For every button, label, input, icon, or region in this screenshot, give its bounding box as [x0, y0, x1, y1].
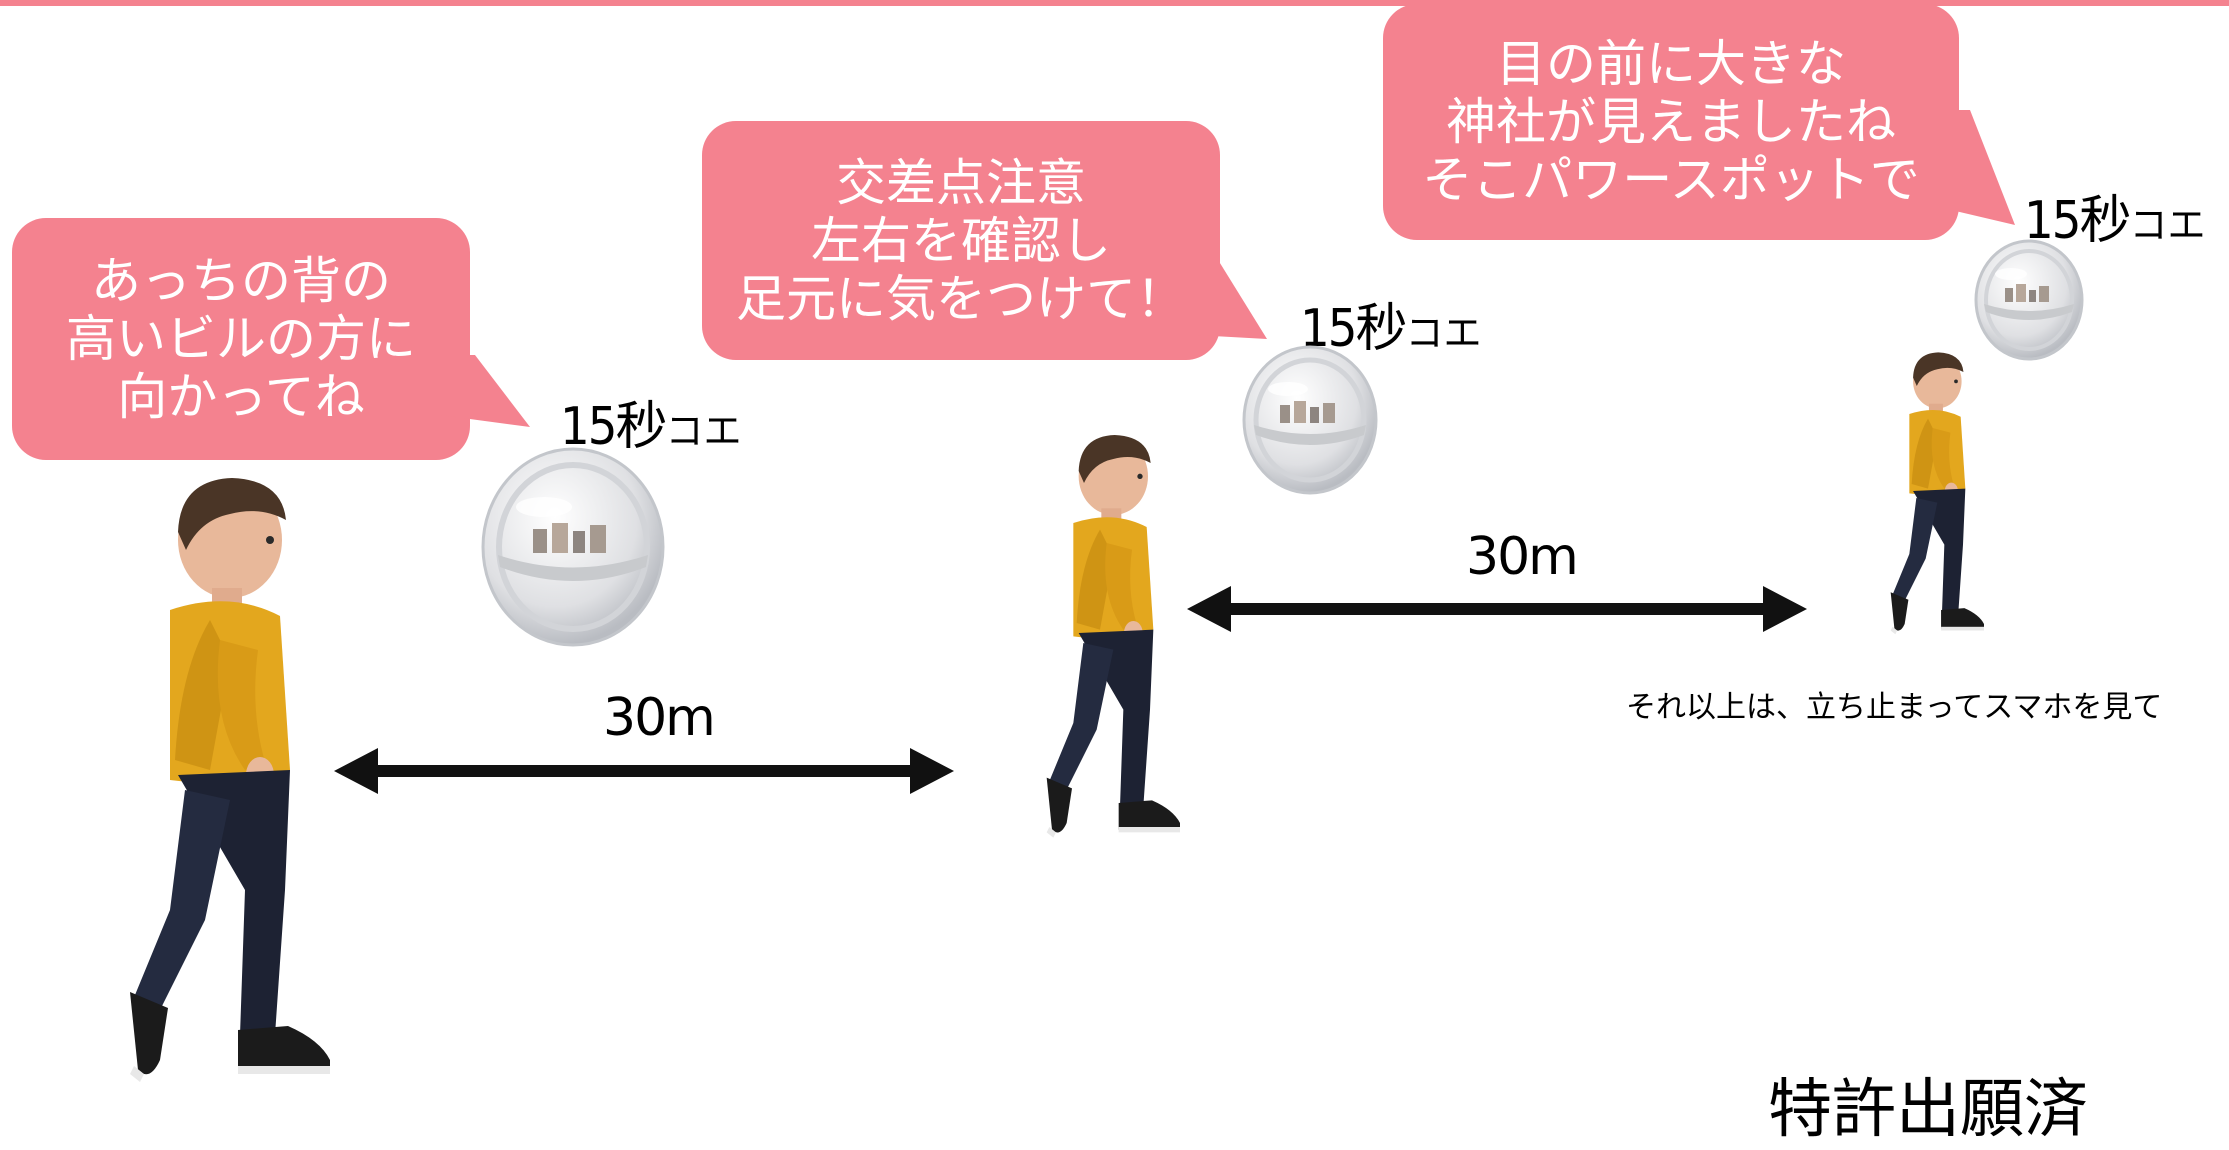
- voice-label-1: 15秒コエ: [560, 384, 742, 459]
- stop-and-look-note: それ以上は、立ち止まってスマホを見て: [1626, 690, 2163, 725]
- capsule-ball-icon: [1974, 239, 2084, 361]
- walking-child-figure: [130, 478, 330, 1082]
- voice-label-2-suffix: コエ: [1405, 311, 1482, 355]
- speech-bubble-2-tail: [1195, 255, 1267, 339]
- double-arrow-icon: [334, 748, 954, 794]
- voice-label-3: 15秒コエ: [2024, 178, 2206, 253]
- capsule-ball-icon: [481, 447, 665, 647]
- bubble-1-line-3: 向かってね: [117, 368, 365, 426]
- distance-label-1: 30m: [603, 688, 716, 748]
- voice-label-3-seconds: 15秒: [2024, 191, 2132, 251]
- voice-label-1-suffix: コエ: [665, 409, 742, 453]
- walking-child-figure: [1890, 352, 1984, 635]
- double-arrow-icon: [1187, 586, 1807, 632]
- bubble-2-line-3: 足元に気をつけて！: [736, 269, 1186, 328]
- distance-label-2: 30m: [1466, 527, 1579, 587]
- bubble-1-line-2: 高いビルの方に: [66, 310, 416, 368]
- voice-label-1-seconds: 15秒: [560, 397, 668, 457]
- bubble-2-line-2: 左右を確認し: [811, 211, 1111, 270]
- speech-bubble-3-tail: [1930, 110, 2015, 225]
- top-accent-bar: [0, 0, 2229, 6]
- speech-bubble-1-tail: [440, 355, 530, 427]
- voice-label-2: 15秒コエ: [1300, 286, 1482, 361]
- capsule-ball-icon: [1242, 345, 1378, 495]
- bubble-2-line-1: 交差点注意: [836, 153, 1086, 212]
- bubble-3-line-2: 神社が見えましたね: [1446, 93, 1896, 151]
- bubble-3-line-1: 目の前に大きな: [1496, 35, 1846, 93]
- bubble-1-line-1: あっちの背の: [91, 252, 391, 310]
- speech-bubble-3: 目の前に大きな 神社が見えましたね そこパワースポットで: [1383, 4, 1959, 240]
- walking-child-figure: [1046, 435, 1180, 838]
- speech-bubble-2: 交差点注意 左右を確認し 足元に気をつけて！: [702, 121, 1220, 360]
- voice-label-3-suffix: コエ: [2129, 203, 2206, 247]
- patent-pending-label: 特許出願済: [1768, 1073, 2088, 1147]
- bubble-3-line-3: そこパワースポットで: [1422, 151, 1920, 209]
- speech-bubble-1: あっちの背の 高いビルの方に 向かってね: [12, 218, 470, 460]
